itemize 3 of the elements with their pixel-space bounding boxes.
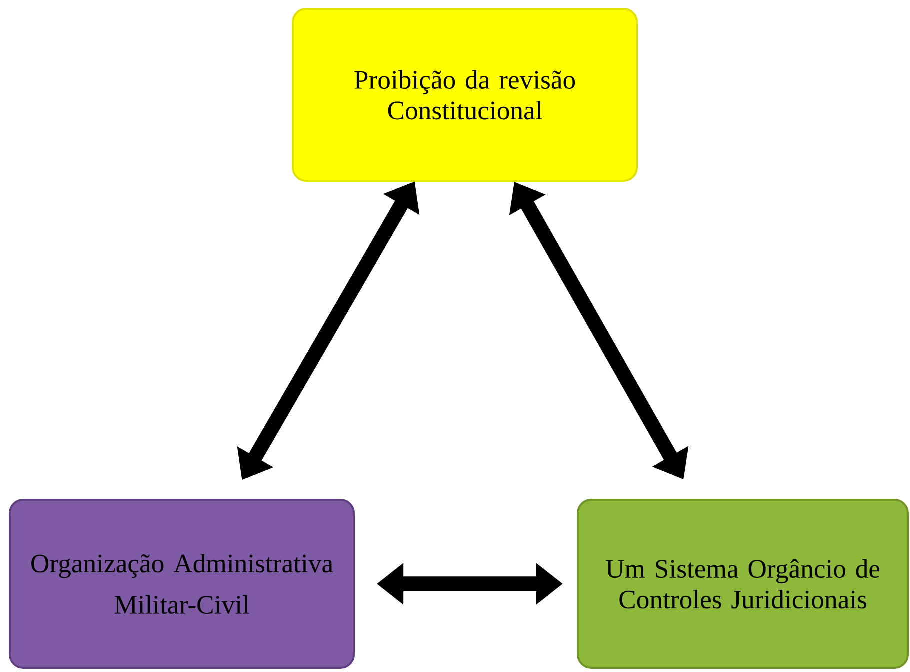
process-box: Organização Administrativa Militar-Civil xyxy=(9,499,355,669)
process-box: Um Sistema Orgâncio de Controles Juridicionais xyxy=(577,499,909,669)
process-box: Proibição da revisão Constitucional xyxy=(292,8,638,182)
